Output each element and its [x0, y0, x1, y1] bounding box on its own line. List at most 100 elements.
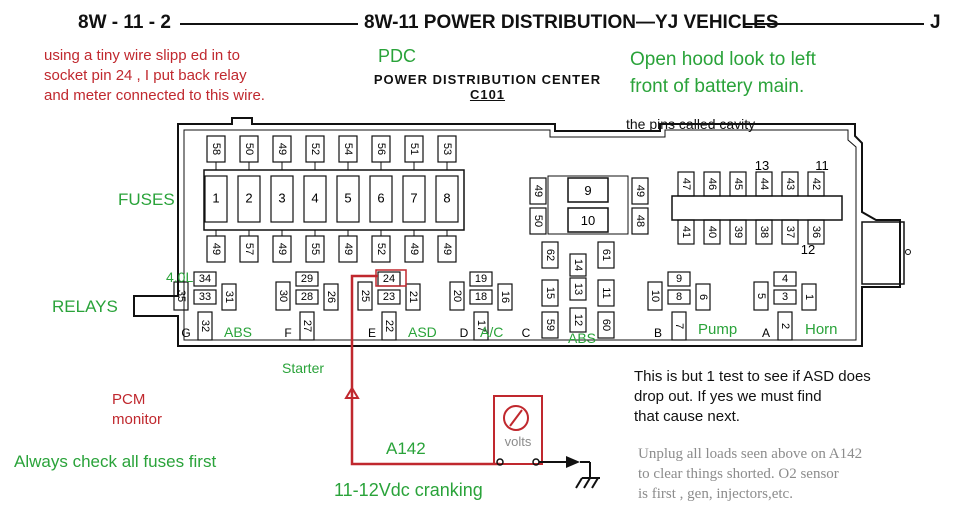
fuse-top-cavity-label: 54 — [342, 143, 354, 155]
relay-F-cavity — [323, 283, 339, 311]
fuse-bottom-cavity-label: 49 — [408, 243, 420, 255]
right-top-cavity — [755, 171, 773, 197]
meter-terminal-left — [496, 458, 504, 466]
relay-B-cavity — [695, 283, 711, 311]
relays-label: RELAYS — [52, 297, 118, 316]
maxi-fuse-10-label: 10 — [581, 213, 595, 228]
right-top-cavity-label: 45 — [732, 178, 744, 190]
relay-C-cavity — [569, 253, 587, 277]
right-bottom-cavity — [755, 219, 773, 245]
fuse-top-cavity-label: 49 — [276, 143, 288, 155]
relay-cavity-label: 19 — [475, 273, 487, 285]
relay-cavity-label: 27 — [301, 320, 313, 332]
voltmeter-needle — [509, 409, 523, 427]
right-block-label-11: 11 — [815, 158, 829, 173]
relay-F-cavity — [295, 271, 319, 287]
fuse-bottom-cavity — [437, 235, 457, 263]
maxi-cavity-label: 50 — [532, 215, 544, 227]
cranking-label: 11-12Vdc cranking — [334, 480, 483, 500]
relay-D-ac-label: A/C — [480, 324, 503, 340]
relay-C-letter: C — [522, 326, 531, 340]
relay-cavity-label: 21 — [407, 291, 419, 303]
page-code: 8W - 11 - 2 — [78, 12, 171, 33]
fuse-5 — [336, 175, 360, 223]
fuse-bottom-cavity — [404, 235, 424, 263]
relay-B-letter: B — [654, 326, 662, 340]
maxi-cavity — [631, 207, 649, 235]
relay-D-cavity — [469, 289, 493, 305]
relay-cavity-label: 4 — [782, 273, 788, 285]
right-bottom-cavity-label: 41 — [680, 226, 692, 238]
maxi-cavity-label: 48 — [634, 215, 646, 227]
fuse-number-label: 2 — [245, 190, 252, 205]
relay-E-cavity — [377, 289, 401, 305]
relay-D-cavity — [473, 311, 489, 341]
relay-cavity-label: 14 — [572, 259, 584, 271]
relay-cavity-label: 18 — [475, 291, 487, 303]
right-bottom-cavity-label: 40 — [706, 226, 718, 238]
right-top-cavity — [677, 171, 695, 197]
maxi-fuse-housing — [547, 175, 629, 235]
right-bottom-cavity-label: 38 — [758, 226, 770, 238]
relay-cavity-label: 62 — [544, 249, 556, 261]
relay-G-cavity — [193, 271, 217, 287]
maxi-cavity-label: 49 — [532, 185, 544, 197]
relay-F-letter: F — [284, 326, 291, 340]
fuse-number-label: 5 — [344, 190, 351, 205]
right-bottom-cavity-label: 36 — [810, 226, 822, 238]
right-bottom-cavity-label: 39 — [732, 226, 744, 238]
relay-F-cavity — [275, 281, 291, 311]
fuse-top-cavity-label: 58 — [210, 143, 222, 155]
relay-cavity-label: 9 — [676, 273, 682, 285]
relay-cavity-label: 22 — [383, 320, 395, 332]
right-bottom-cavity — [703, 219, 721, 245]
relay-G-letter: G — [181, 326, 190, 340]
always-check-note: Always check all fuses first — [14, 452, 217, 471]
fuse-6 — [369, 175, 393, 223]
fuse-number-label: 7 — [410, 190, 417, 205]
relay-C-cavity — [597, 311, 615, 339]
relay-cavity-label: 13 — [572, 283, 584, 295]
right-bottom-cavity — [781, 219, 799, 245]
fuse-bottom-cavity — [305, 235, 325, 263]
starter-label: Starter — [282, 360, 325, 376]
right-block-label-12: 12 — [801, 242, 815, 257]
section-letter: J — [930, 12, 941, 33]
relay-A-cavity — [773, 289, 797, 305]
relay-cavity-label: 11 — [600, 287, 612, 298]
relay-B-cavity — [667, 289, 691, 305]
right-top-cavity-label: 44 — [758, 178, 770, 190]
relay-C-cavity — [597, 279, 615, 307]
relay-cavity-label: 26 — [325, 291, 337, 303]
ground-arrow-icon — [566, 456, 580, 468]
relay-cavity-label: 24 — [383, 273, 395, 285]
pdc-title: POWER DISTRIBUTION CENTER C101 — [360, 72, 615, 102]
fuse-bottom-cavity-label: 49 — [342, 243, 354, 255]
relay-C-abs-label: ABS — [568, 330, 596, 346]
right-bottom-cavity — [677, 219, 695, 245]
relay-E-cavity — [357, 281, 373, 311]
fuse-number-label: 3 — [278, 190, 285, 205]
relay-G-cavity — [221, 283, 237, 311]
pdc-title-line1: POWER DISTRIBUTION CENTER — [373, 72, 602, 87]
header-rule-left — [180, 23, 358, 25]
relay-cavity-label: 12 — [572, 314, 584, 326]
maxi-cavity — [631, 177, 649, 205]
relay-cavity-label: 3 — [782, 291, 788, 303]
relay-cavity-label: 8 — [676, 291, 682, 303]
fuse-block — [203, 169, 465, 231]
fuse-top-cavity-label: 53 — [441, 143, 453, 155]
unplug-note: Unplug all loads seen above on A142 to c… — [638, 446, 863, 502]
side-connector-pin — [905, 249, 911, 255]
right-top-cavity — [703, 171, 721, 197]
relay-B-pump-label: Pump — [698, 321, 737, 338]
fuse-bottom-cavity — [371, 235, 391, 263]
fuse-bottom-cavity-label: 57 — [243, 243, 255, 255]
relay-A-cavity — [773, 271, 797, 287]
relay-A-letter: A — [762, 326, 770, 340]
header-rule-right — [744, 23, 924, 25]
relay-cavity-label: 28 — [301, 291, 313, 303]
fuse-7 — [402, 175, 426, 223]
relay-G-cavity — [193, 289, 217, 305]
maxi-cavity — [529, 177, 547, 205]
